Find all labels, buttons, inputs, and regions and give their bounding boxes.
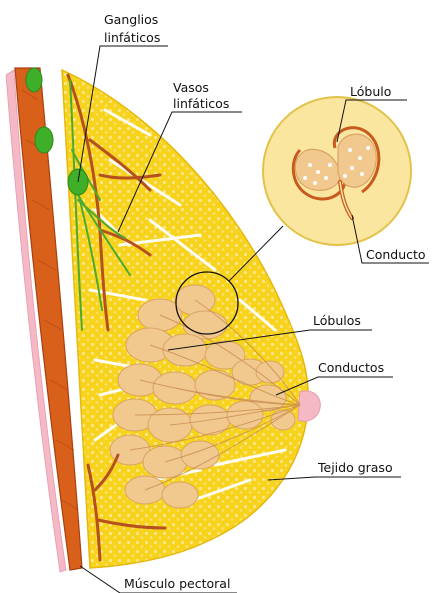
leader-tejido-graso (268, 477, 401, 480)
label-ganglios-line1: Ganglios (104, 12, 158, 27)
label-conducto: Conducto (366, 247, 426, 262)
label-lobulo: Lóbulo (350, 84, 391, 99)
label-vasos-line1: Vasos (173, 80, 209, 95)
nipple (298, 391, 320, 421)
lymph-node (35, 127, 53, 153)
label-lobulos: Lóbulos (313, 313, 361, 328)
lymph-node (26, 68, 42, 92)
lobule-inset (263, 97, 411, 245)
label-musculo-pectoral: Músculo pectoral (124, 576, 230, 591)
label-conductos: Conductos (318, 360, 384, 375)
label-vasos-line2: linfáticos (173, 96, 229, 111)
label-ganglios-line2: linfáticos (104, 30, 160, 45)
label-tejido-graso: Tejido graso (317, 460, 393, 475)
